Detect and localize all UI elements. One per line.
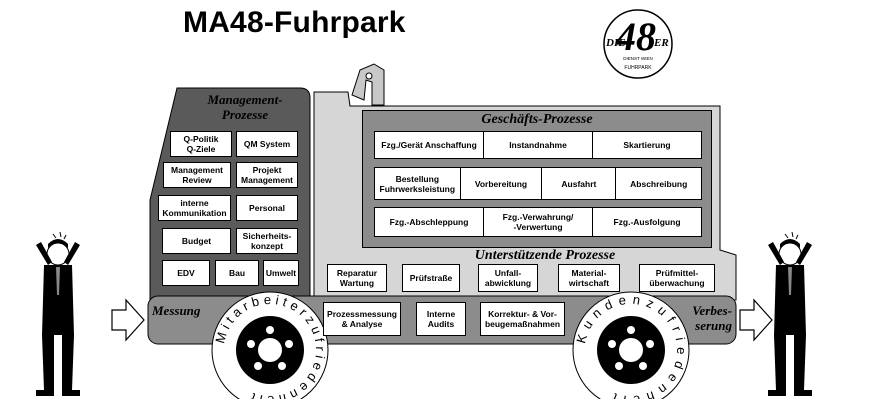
management-box: QM System [236,131,298,157]
business-box: Instandnahme [484,132,593,158]
business-row1: Fzg./Gerät Anschaffung Instandnahme Skar… [374,131,702,159]
management-box: EDV [162,260,210,286]
logo-number: 48 [615,14,656,59]
arrow-right-icon [739,298,773,342]
business-box: Skartierung [593,132,701,158]
business-heading: Geschäfts-Prozesse [481,112,593,127]
support-box: Prüfstraße [402,264,460,292]
business-box: Fzg.-Verwahrung/-Verwertung [484,208,593,236]
business-box: Fzg./Gerät Anschaffung [375,132,484,158]
right-wheel [572,291,690,399]
management-box: Sicherheits-konzept [236,228,298,254]
support-box: Unfall-abwicklung [478,264,538,292]
logo-icon: 48 DIE ER DIENST WIEN FUHRPARK [603,9,673,79]
business-box: Vorbereitung [460,168,543,199]
business-box: Fzg.-Ausfolgung [593,208,701,236]
person-left-icon [36,231,80,396]
management-box: Umwelt [263,260,299,286]
business-row3: Fzg.-Abschleppung Fzg.-Verwahrung/-Verwe… [374,207,702,237]
business-box: Fzg.-Abschleppung [375,208,484,236]
measurement-box: Prozessmessung& Analyse [323,302,401,336]
logo-line1: DIENST WIEN [623,56,652,61]
measurement-box: Korrektur- & Vor-beugemaßnahmen [480,302,565,336]
management-box: Personal [236,195,298,221]
management-heading-line2: Prozesse [221,107,269,122]
crane-hook [365,72,373,80]
management-heading: Management- Prozesse [190,92,300,122]
crane-arm [351,63,385,106]
logo-line2: FUHRPARK [624,65,652,71]
management-heading-line1: Management- [207,92,283,107]
support-box: Prüfmittel-überwachung [639,264,715,292]
page-title: MA48-Fuhrpark [183,6,406,39]
measurement-label: Messung [152,303,201,318]
left-wheel [211,291,329,399]
improvement-label: Verbes- serung [692,303,732,333]
logo-right-word: ER [653,37,669,49]
support-heading: Unterstützende Prozesse [474,248,616,263]
arrow-left-icon [111,298,145,342]
logo-left-word: DIE [605,37,626,49]
management-box: Budget [162,228,231,254]
business-box: Abschreibung [616,168,702,199]
support-box: Material-wirtschaft [558,264,620,292]
business-box: Ausfahrt [542,168,617,199]
person-right-icon [768,231,812,396]
management-box: Bau [215,260,259,286]
